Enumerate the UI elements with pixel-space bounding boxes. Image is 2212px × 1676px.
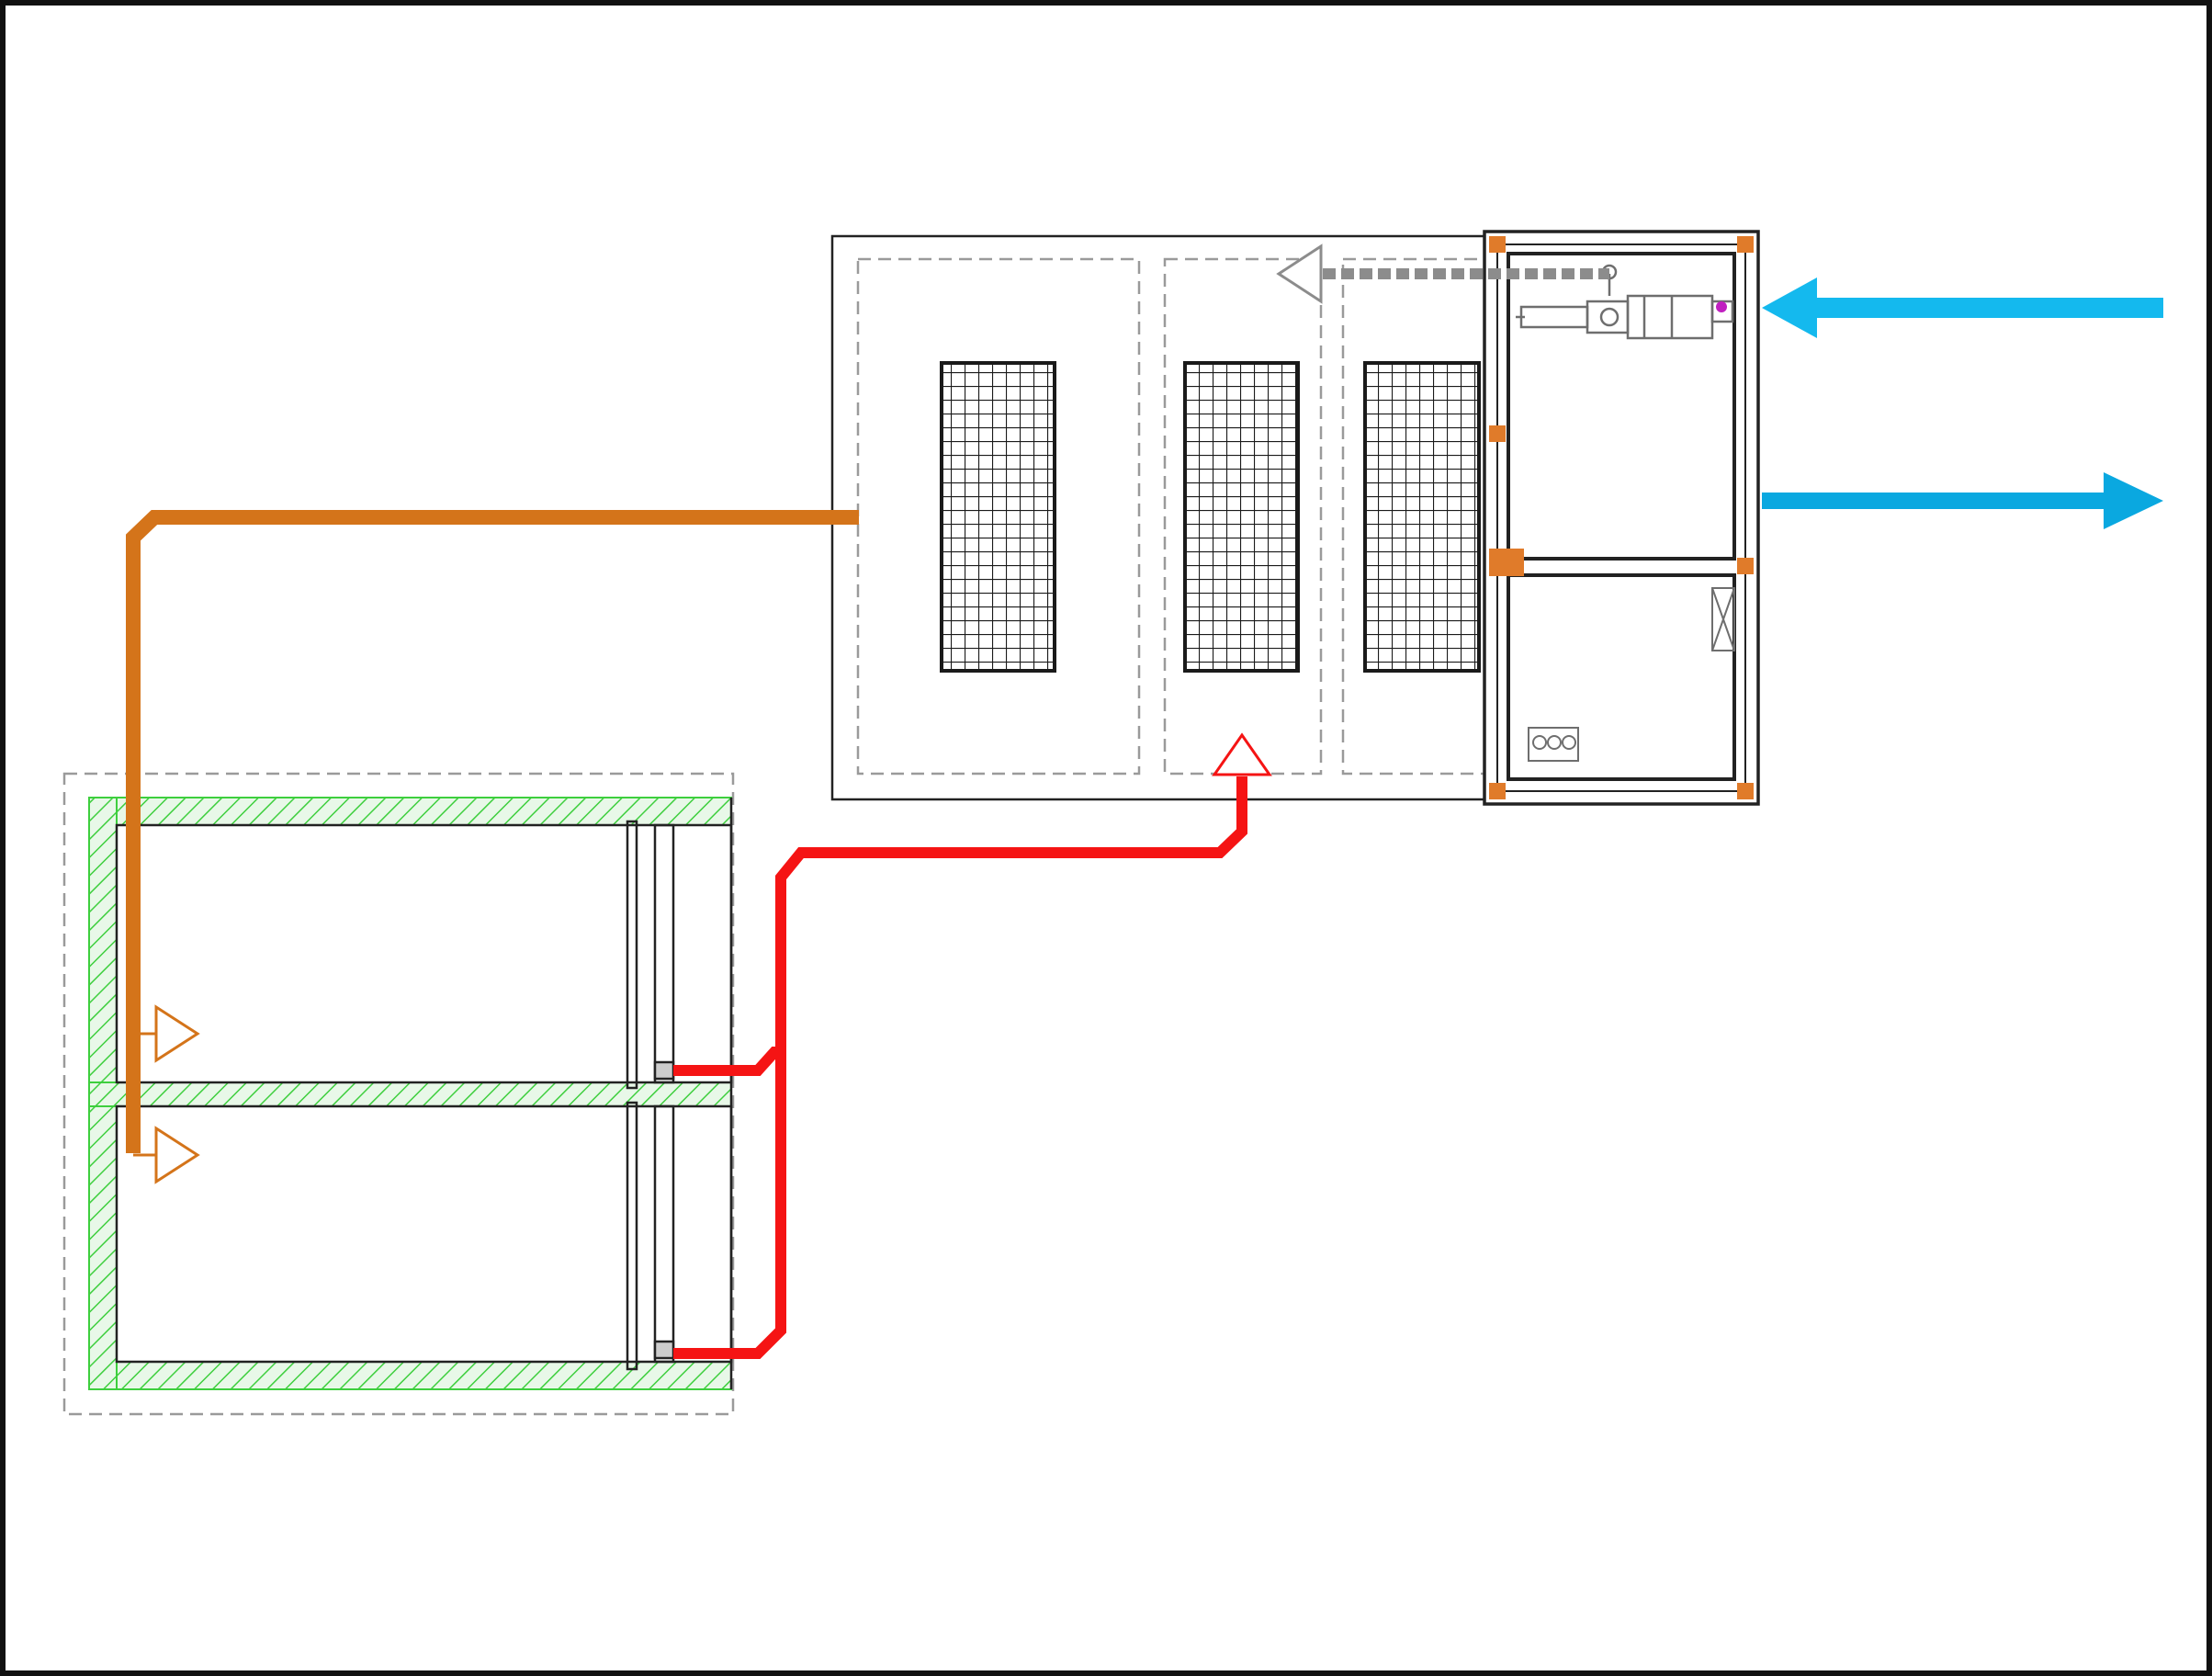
equipment-room bbox=[1483, 230, 1760, 806]
treatment-unit bbox=[830, 234, 1496, 801]
outlet-triangle-icon bbox=[154, 1126, 200, 1184]
corner-post bbox=[1489, 236, 1506, 253]
pump-icon bbox=[1516, 264, 1734, 340]
red-return-pipe bbox=[673, 732, 1272, 1359]
corner-post bbox=[1737, 558, 1754, 574]
corner-post bbox=[1737, 236, 1754, 253]
inlet-triangle-icon bbox=[1212, 732, 1272, 776]
valve-icon bbox=[1711, 587, 1735, 651]
corner-post bbox=[1737, 783, 1754, 799]
tank-wall-bottom bbox=[88, 1361, 732, 1390]
lower-compartment bbox=[1507, 573, 1736, 781]
recirculation-arrow-icon bbox=[1276, 243, 1323, 304]
corner-post bbox=[1489, 783, 1506, 799]
corner-post bbox=[1489, 549, 1524, 576]
media-grid-panel-3 bbox=[1363, 361, 1481, 673]
storage-tank-dashed-boundary bbox=[62, 772, 735, 1416]
upper-compartment bbox=[1507, 252, 1736, 561]
orange-transfer-pipe bbox=[126, 510, 859, 1184]
tank-wall-middle bbox=[88, 1081, 732, 1107]
media-grid-panel-2 bbox=[1183, 361, 1300, 673]
equipment-room-outer bbox=[1483, 230, 1760, 806]
inflow-arrow-icon bbox=[1762, 277, 2163, 338]
equipment-room-inner bbox=[1496, 243, 1746, 792]
corner-post bbox=[1489, 425, 1506, 442]
blower-icon bbox=[1528, 727, 1579, 762]
outflow-arrow-icon bbox=[1762, 472, 2163, 529]
storage-tank bbox=[62, 772, 735, 1416]
outlet-triangle-icon bbox=[154, 1004, 200, 1063]
media-grid-panel-1 bbox=[940, 361, 1056, 673]
tank-compartment-upper bbox=[115, 823, 733, 1084]
tank-compartment-lower bbox=[115, 1104, 733, 1364]
recirculation-line bbox=[1276, 243, 1609, 304]
baffle-walls bbox=[626, 798, 733, 1389]
